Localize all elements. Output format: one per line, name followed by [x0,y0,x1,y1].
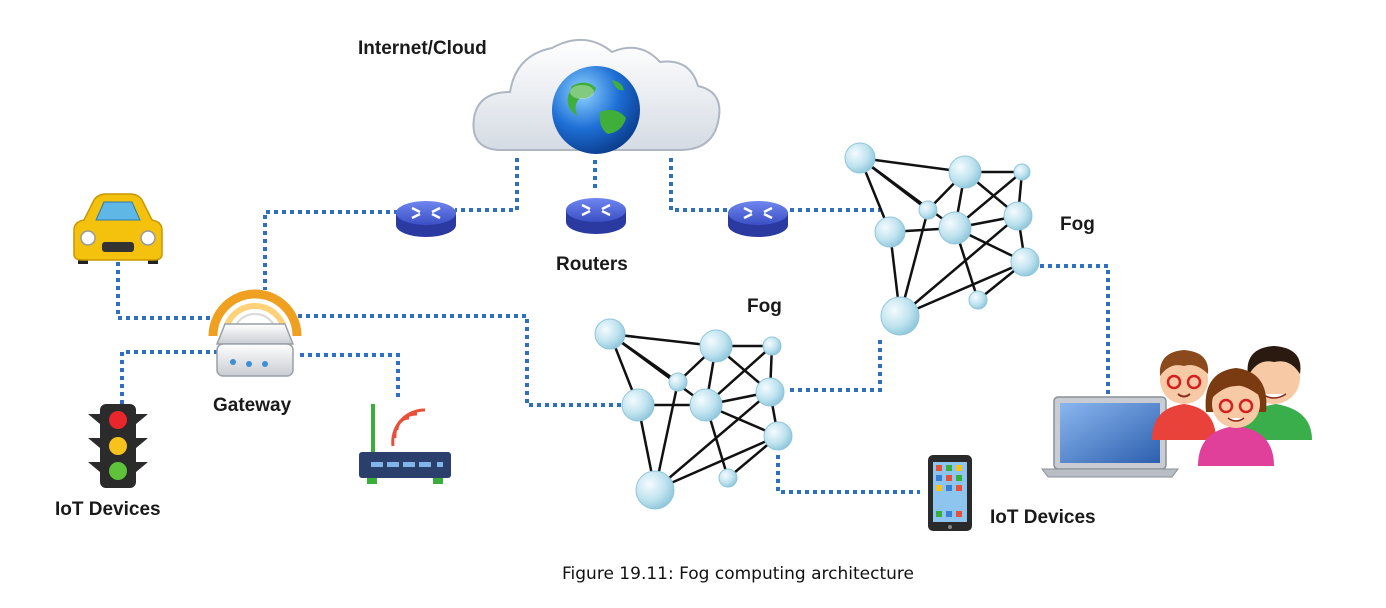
label-internet-cloud: Internet/Cloud [358,38,487,59]
gateway-icon [208,289,302,377]
link-gateway-fog-center [298,314,622,407]
router-icon-right [728,201,788,237]
router-icon-center [566,198,626,234]
link-cloud-left-router [455,158,519,212]
link-fog-center-tablet [776,455,920,494]
globe-icon [552,66,640,154]
label-iot-devices-right: IoT Devices [990,507,1096,528]
tablet-icon [928,455,972,531]
label-fog-right: Fog [1060,214,1095,235]
label-gateway: Gateway [213,395,292,416]
link-fog-center-fog-right [790,340,882,392]
wifi-router-icon [359,404,451,484]
car-icon [73,193,163,264]
figure-caption: Figure 19.11: Fog computing architecture [562,564,914,584]
link-gateway-trafficlight [120,350,218,405]
link-cloud-right-router [669,158,727,212]
label-iot-devices-left: IoT Devices [55,499,161,520]
link-fog-right-laptop [1040,264,1110,400]
laptop-icon [1041,396,1179,478]
dotted-links [116,158,1110,494]
fog-network-center [594,318,793,510]
label-fog-center: Fog [747,296,782,317]
link-car-gateway [116,262,212,320]
label-routers: Routers [556,254,628,275]
fog-network-right [844,142,1040,336]
person-center [1198,368,1274,466]
link-left-router-gateway [263,210,398,290]
traffic-light-icon [88,404,148,488]
link-gateway-wifi [300,353,400,400]
person-left [1152,350,1216,440]
router-icon-left [396,201,456,237]
people-icon [1152,346,1312,466]
